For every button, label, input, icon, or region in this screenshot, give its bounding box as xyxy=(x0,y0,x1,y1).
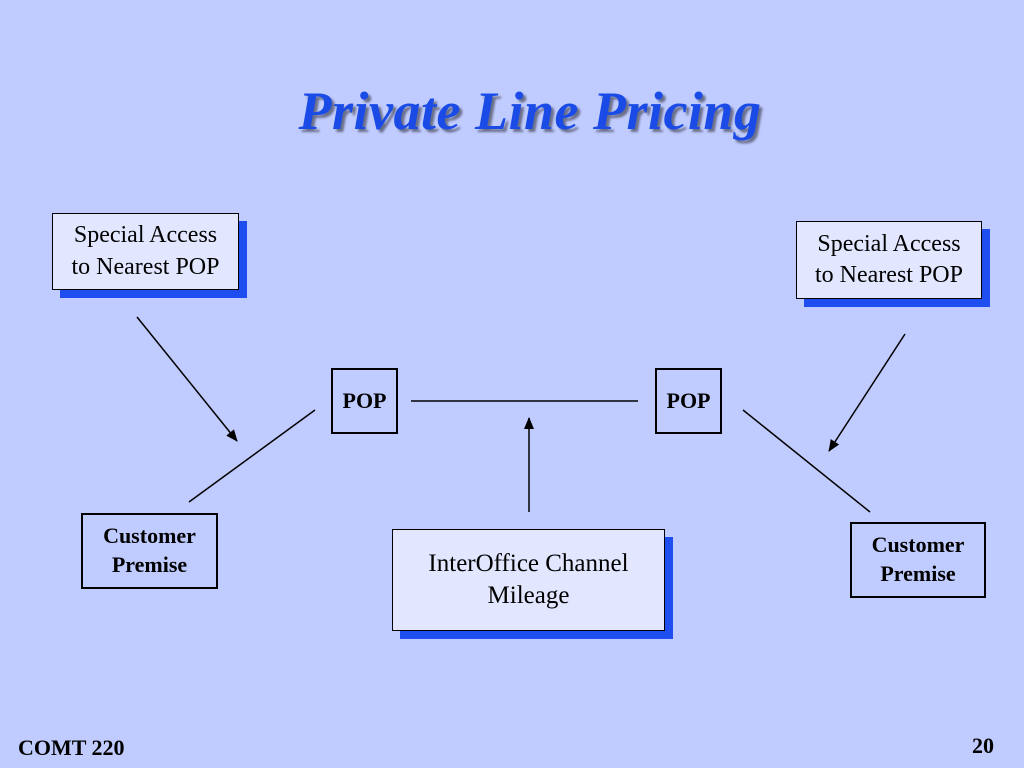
customer-premise-right-box: Customer Premise xyxy=(850,522,986,598)
pop-left-label: POP xyxy=(342,387,387,413)
line-pop-to-customer-right xyxy=(742,409,871,513)
customer-premise-right-line2: Premise xyxy=(880,561,956,586)
customer-premise-right-line1: Customer xyxy=(871,532,965,558)
customer-premise-left-line1: Customer xyxy=(103,523,196,549)
special-access-right-line2: to Nearest POP xyxy=(815,262,963,288)
customer-premise-left-line2: Premise xyxy=(111,552,188,577)
arrow-access-left xyxy=(136,316,238,442)
arrow-access-right xyxy=(828,333,906,452)
special-access-right-box: Special Access to Nearest POP xyxy=(796,221,982,299)
pop-right-label: POP xyxy=(666,387,711,413)
special-access-left-line1: Special Access xyxy=(73,222,218,249)
special-access-left-line2: to Nearest POP xyxy=(71,253,220,280)
footer-page-number: 20 xyxy=(972,733,994,758)
slide-title: Private Line Pricing xyxy=(298,81,762,141)
special-access-left-box: Special Access to Nearest POP xyxy=(52,213,239,290)
special-access-right-line1: Special Access xyxy=(817,230,961,257)
interoffice-line2: Mileage xyxy=(487,582,570,609)
pop-left-box: POP xyxy=(331,368,398,434)
interoffice-line1: InterOffice Channel xyxy=(428,549,629,577)
footer-course: COMT 220 xyxy=(18,735,125,760)
line-customer-left-to-pop xyxy=(188,409,316,503)
customer-premise-left-box: Customer Premise xyxy=(81,513,218,589)
pop-right-box: POP xyxy=(655,368,722,434)
interoffice-mileage-box: InterOffice Channel Mileage xyxy=(392,529,665,631)
